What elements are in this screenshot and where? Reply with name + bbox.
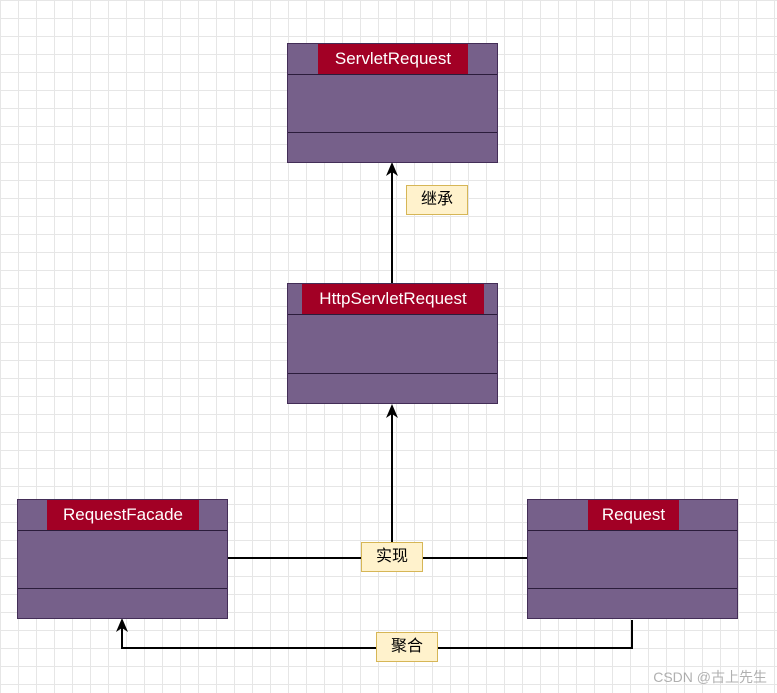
implement-arrowhead: [386, 404, 398, 418]
class-divider: [288, 373, 497, 374]
class-name-servlet-request: ServletRequest: [318, 44, 468, 74]
class-header: [288, 284, 497, 315]
watermark: CSDN @古上先生: [653, 669, 767, 685]
class-request[interactable]: Request: [527, 499, 738, 619]
class-name-http-servlet-request: HttpServletRequest: [302, 284, 484, 314]
class-servlet-request[interactable]: ServletRequest: [287, 43, 498, 163]
class-http-servlet-request[interactable]: HttpServletRequest: [287, 283, 498, 404]
class-divider: [18, 588, 227, 589]
aggregate-arrowhead: [116, 618, 128, 632]
class-name-request: Request: [588, 500, 679, 530]
class-request-facade[interactable]: RequestFacade: [17, 499, 228, 619]
aggregate-label: 聚合: [376, 632, 438, 662]
class-header: [18, 500, 227, 531]
implement-label: 实现: [361, 542, 423, 572]
inherit-label: 继承: [406, 185, 468, 215]
class-header: [528, 500, 737, 531]
class-divider: [288, 132, 497, 133]
class-header: [288, 44, 497, 75]
class-divider: [528, 588, 737, 589]
class-name-request-facade: RequestFacade: [47, 500, 199, 530]
inherit-arrowhead: [386, 162, 398, 176]
